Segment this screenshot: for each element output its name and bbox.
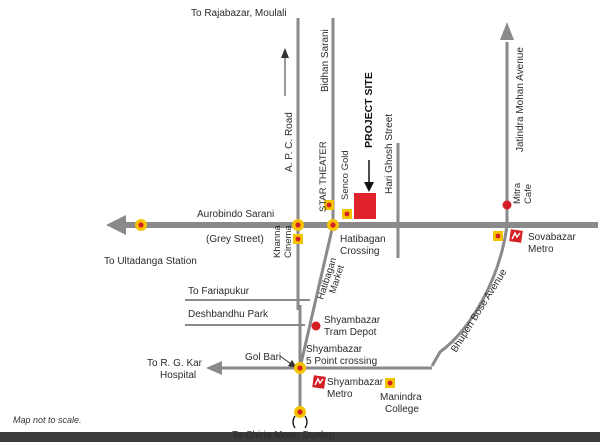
arrow-icon	[500, 22, 514, 40]
label-sovabazar-line2: Metro	[528, 244, 554, 255]
metro-icon	[312, 375, 326, 389]
label-apc-road: A. P. C. Road	[284, 112, 295, 172]
label-mitra-cafe-line2: Cafe	[523, 184, 534, 204]
label-to-rg-kar-line2: Hospital	[160, 370, 196, 381]
map-note: Map not to scale.	[13, 415, 82, 425]
label-hatibagan-line1: Hatibagan	[340, 234, 386, 245]
landmark-marker-icon	[342, 209, 352, 219]
project-site-marker	[354, 193, 376, 219]
label-grey-street: (Grey Street)	[206, 234, 264, 245]
label-jatindra-mohan-avenue: Jatindra Mohan Avenue	[515, 47, 526, 152]
label-tram-depot-line1: Shyambazar	[324, 315, 381, 326]
bottom-band	[0, 432, 600, 442]
label-khanna-line1: Khanna	[272, 225, 283, 258]
label-senco-gold: Senco Gold	[340, 150, 351, 200]
label-to-ultadanga: To Ultadanga Station	[104, 256, 197, 267]
label-bhupen-bose-avenue: Bhupen Bose Avenue	[449, 267, 509, 355]
label-5point-line1: Shyambazar	[306, 344, 363, 355]
label-project-site: PROJECT SITE	[363, 72, 375, 148]
dot-marker-icon	[311, 321, 321, 331]
landmark-marker-icon	[135, 219, 147, 231]
label-shyambazar-metro-line2: Metro	[327, 389, 353, 400]
label-hari-ghosh-street: Hari Ghosh Street	[384, 114, 395, 194]
bracket-left	[292, 415, 296, 429]
label-bidhan-sarani: Bidhan Sarani	[320, 29, 331, 92]
landmark-marker-icon	[493, 231, 503, 241]
landmark-marker-icon	[293, 234, 303, 244]
label-tram-depot-line2: Tram Depot	[324, 327, 377, 338]
label-manindra-line2: College	[385, 404, 419, 415]
road-bhupen-bose-avenue	[430, 224, 509, 367]
label-manindra-line1: Manindra	[380, 392, 422, 403]
landmark-marker-icon	[324, 200, 334, 210]
arrow-icon	[206, 361, 222, 375]
label-to-chiria-more: To Chiria More, Dunlop	[232, 430, 335, 441]
label-deshbandhu-park: Deshbandhu Park	[188, 309, 269, 320]
label-shyambazar-metro-line1: Shyambazar	[327, 377, 384, 388]
label-star-theater: STAR THEATER	[318, 141, 329, 212]
label-aurobindo-sarani: Aurobindo Sarani	[197, 209, 274, 220]
landmark-marker-icon	[385, 378, 395, 388]
label-5point-line2: 5 Point crossing	[306, 356, 377, 367]
arrow-icon	[281, 48, 289, 58]
label-sovabazar-line1: Sovabazar	[528, 232, 576, 243]
arrow-icon	[106, 215, 126, 235]
label-hatibagan-line2: Crossing	[340, 246, 379, 257]
label-to-rg-kar-line1: To R. G. Kar	[147, 358, 203, 369]
landmark-marker-icon	[292, 219, 304, 231]
dot-marker-icon	[502, 200, 512, 210]
road-bidhan-diagonal	[298, 224, 335, 369]
label-to-fariapukur: To Fariapukur	[188, 286, 250, 297]
landmark-marker-icon	[294, 406, 306, 418]
landmark-marker-icon	[294, 362, 306, 374]
arrow-icon	[364, 182, 374, 192]
bracket-right	[304, 415, 308, 429]
landmark-marker-icon	[327, 219, 339, 231]
label-khanna-line2: Cinema	[283, 225, 294, 258]
metro-icon	[509, 229, 523, 243]
label-to-rajabazar: To Rajabazar, Moulali	[191, 8, 287, 19]
label-mitra-cafe-line1: Mitra	[512, 182, 523, 204]
label-gol-bari: Gol Bari	[245, 352, 281, 363]
